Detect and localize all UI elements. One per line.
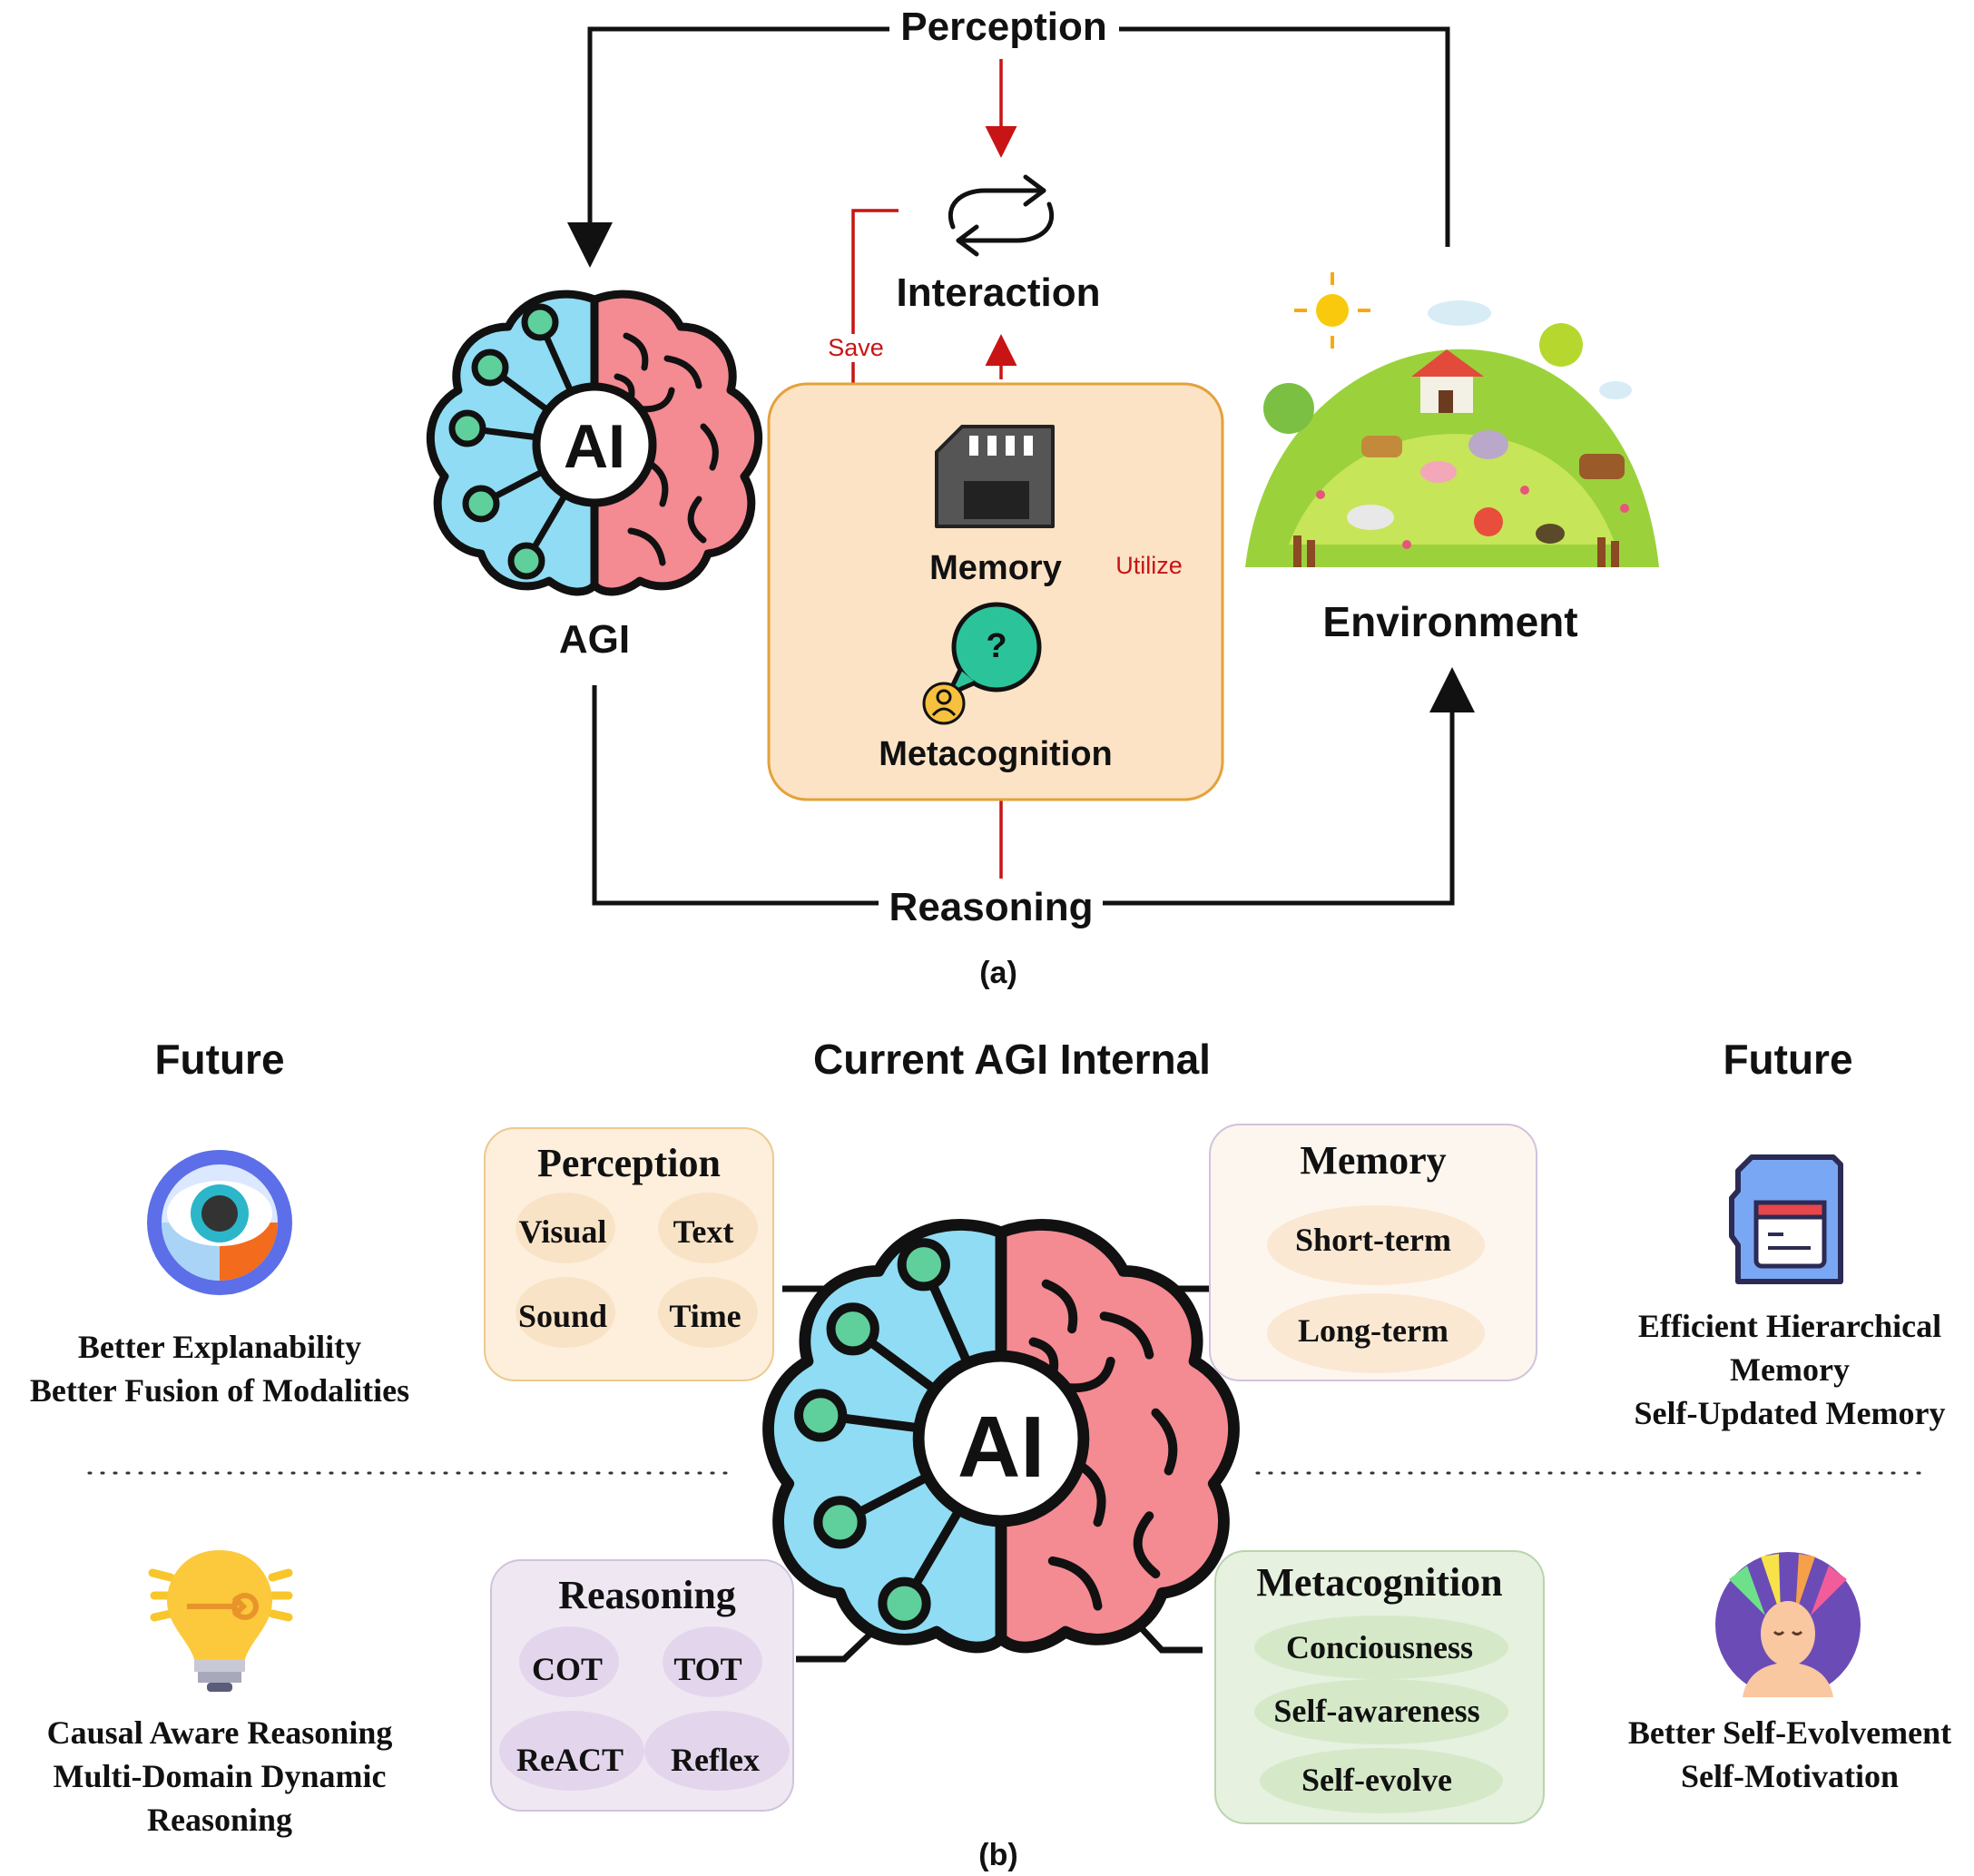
reasoning-item-react: ReACT — [516, 1742, 624, 1778]
perception-item-time: Time — [669, 1298, 741, 1334]
future-memory-line-1: Efficient Hierarchical — [1637, 1308, 1942, 1344]
reasoning-item-reflex: Reflex — [671, 1742, 760, 1778]
reasoning-box — [490, 1559, 794, 1812]
farm-illustration — [1245, 272, 1659, 567]
future-perception-line-1: Better Explanability — [77, 1329, 362, 1365]
caption-b: (b) — [978, 1838, 1018, 1872]
metacognition-box-title: Metacognition — [1256, 1560, 1503, 1605]
reasoning-item-tot: TOT — [673, 1651, 742, 1687]
perception-item-text: Text — [673, 1213, 734, 1250]
interaction-label: Interaction — [896, 270, 1101, 315]
center-heading: Current AGI Internal — [813, 1036, 1211, 1083]
memory-item-short-term: Short-term — [1295, 1222, 1451, 1258]
memory-box — [1209, 1124, 1537, 1381]
reasoning-item-cot: COT — [531, 1651, 604, 1687]
future-memory-line-2: Memory — [1730, 1351, 1850, 1388]
core-box — [767, 382, 1224, 801]
perception-loop-arrow — [567, 26, 1450, 268]
metacognition-item-self-evolve: Self-evolve — [1301, 1762, 1452, 1798]
future-right-heading: Future — [1723, 1036, 1853, 1083]
ai-badge: AI — [564, 412, 625, 481]
question-mark: ? — [986, 627, 1007, 665]
metacognition-item-self-awareness: Self-awareness — [1273, 1693, 1480, 1729]
reasoning-box-title: Reasoning — [558, 1573, 736, 1617]
future-metacognition-line-2: Self-Motivation — [1681, 1758, 1899, 1794]
future-reasoning-line-3: Reasoning — [146, 1802, 293, 1838]
sync-icon — [948, 174, 1054, 257]
lightbulb-key-icon — [148, 1550, 293, 1692]
meditating-head-icon — [1715, 1552, 1861, 1697]
perception-item-sound: Sound — [517, 1298, 608, 1334]
perception-box-title: Perception — [536, 1141, 722, 1185]
save-label: Save — [824, 334, 888, 362]
reasoning-loop-arrow — [592, 667, 1475, 906]
perception-box — [484, 1127, 774, 1381]
reasoning-label: Reasoning — [885, 885, 1097, 930]
ai-badge-large: AI — [958, 1399, 1045, 1496]
future-metacognition-line-1: Better Self-Evolvement — [1627, 1714, 1952, 1751]
memory-card-icon — [1729, 1154, 1843, 1284]
future-memory-line-3: Self-Updated Memory — [1634, 1395, 1946, 1431]
agi-label: AGI — [558, 617, 631, 662]
perception-label: Perception — [897, 5, 1111, 50]
future-perception-line-2: Better Fusion of Modalities — [29, 1372, 410, 1409]
memory-box-title: Memory — [1300, 1138, 1447, 1183]
future-reasoning-line-2: Multi-Domain Dynamic — [53, 1758, 387, 1794]
environment-label: Environment — [1322, 598, 1578, 645]
metacognition-label: Metacognition — [879, 735, 1113, 773]
utilize-label: Utilize — [1112, 552, 1186, 580]
memory-label: Memory — [929, 549, 1062, 587]
eye-icon — [147, 1150, 292, 1295]
metacognition-item-conciousness: Conciousness — [1285, 1629, 1474, 1665]
perception-item-visual: Visual — [518, 1213, 607, 1250]
sd-card-icon — [935, 425, 1055, 528]
metacognition-box — [1214, 1550, 1545, 1824]
memory-item-long-term: Long-term — [1298, 1312, 1449, 1349]
future-reasoning-line-1: Causal Aware Reasoning — [46, 1714, 393, 1751]
caption-a: (a) — [979, 956, 1017, 990]
user-icon — [922, 682, 966, 725]
future-left-heading: Future — [154, 1036, 285, 1083]
